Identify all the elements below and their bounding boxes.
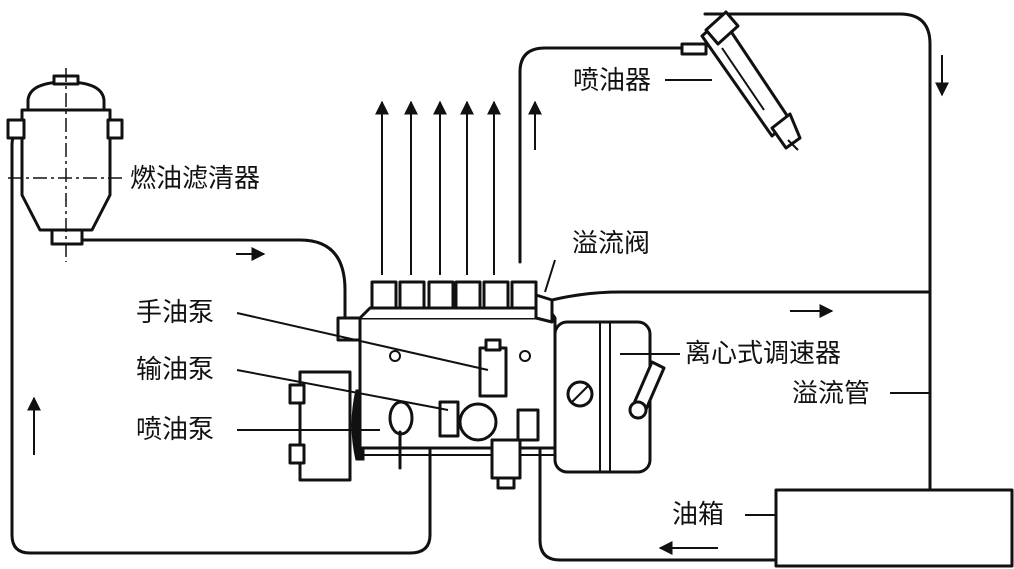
label-transfer-pump: 输油泵 bbox=[136, 355, 214, 385]
overflow-pipe-line bbox=[538, 290, 932, 305]
fuel-tank bbox=[774, 488, 1014, 568]
fuel-filter bbox=[6, 68, 124, 262]
labels: 燃油滤清器 喷油器 溢流阀 手油泵 输油泵 喷油泵 离心式调速器 溢流管 油箱 bbox=[130, 66, 870, 530]
label-fuel-filter: 燃油滤清器 bbox=[130, 164, 260, 194]
injector bbox=[680, 10, 802, 151]
label-hand-pump: 手油泵 bbox=[136, 298, 214, 328]
delivery-valves bbox=[370, 280, 538, 310]
label-injector: 喷油器 bbox=[573, 66, 651, 96]
label-overflow-pipe: 溢流管 bbox=[792, 379, 870, 409]
injection-pump-assembly bbox=[288, 280, 666, 490]
leader-lines bbox=[236, 79, 930, 516]
bottom-return-line bbox=[538, 443, 778, 562]
label-injection-pump: 喷油泵 bbox=[136, 415, 214, 445]
injector-return-line bbox=[518, 46, 692, 264]
filter-to-pump-line bbox=[66, 238, 347, 322]
label-governor: 离心式调速器 bbox=[685, 339, 841, 369]
return-pipe-line bbox=[703, 12, 932, 492]
label-overflow-valve: 溢流阀 bbox=[572, 229, 650, 259]
label-fuel-tank: 油箱 bbox=[672, 500, 724, 530]
flow-arrows bbox=[27, 55, 949, 555]
